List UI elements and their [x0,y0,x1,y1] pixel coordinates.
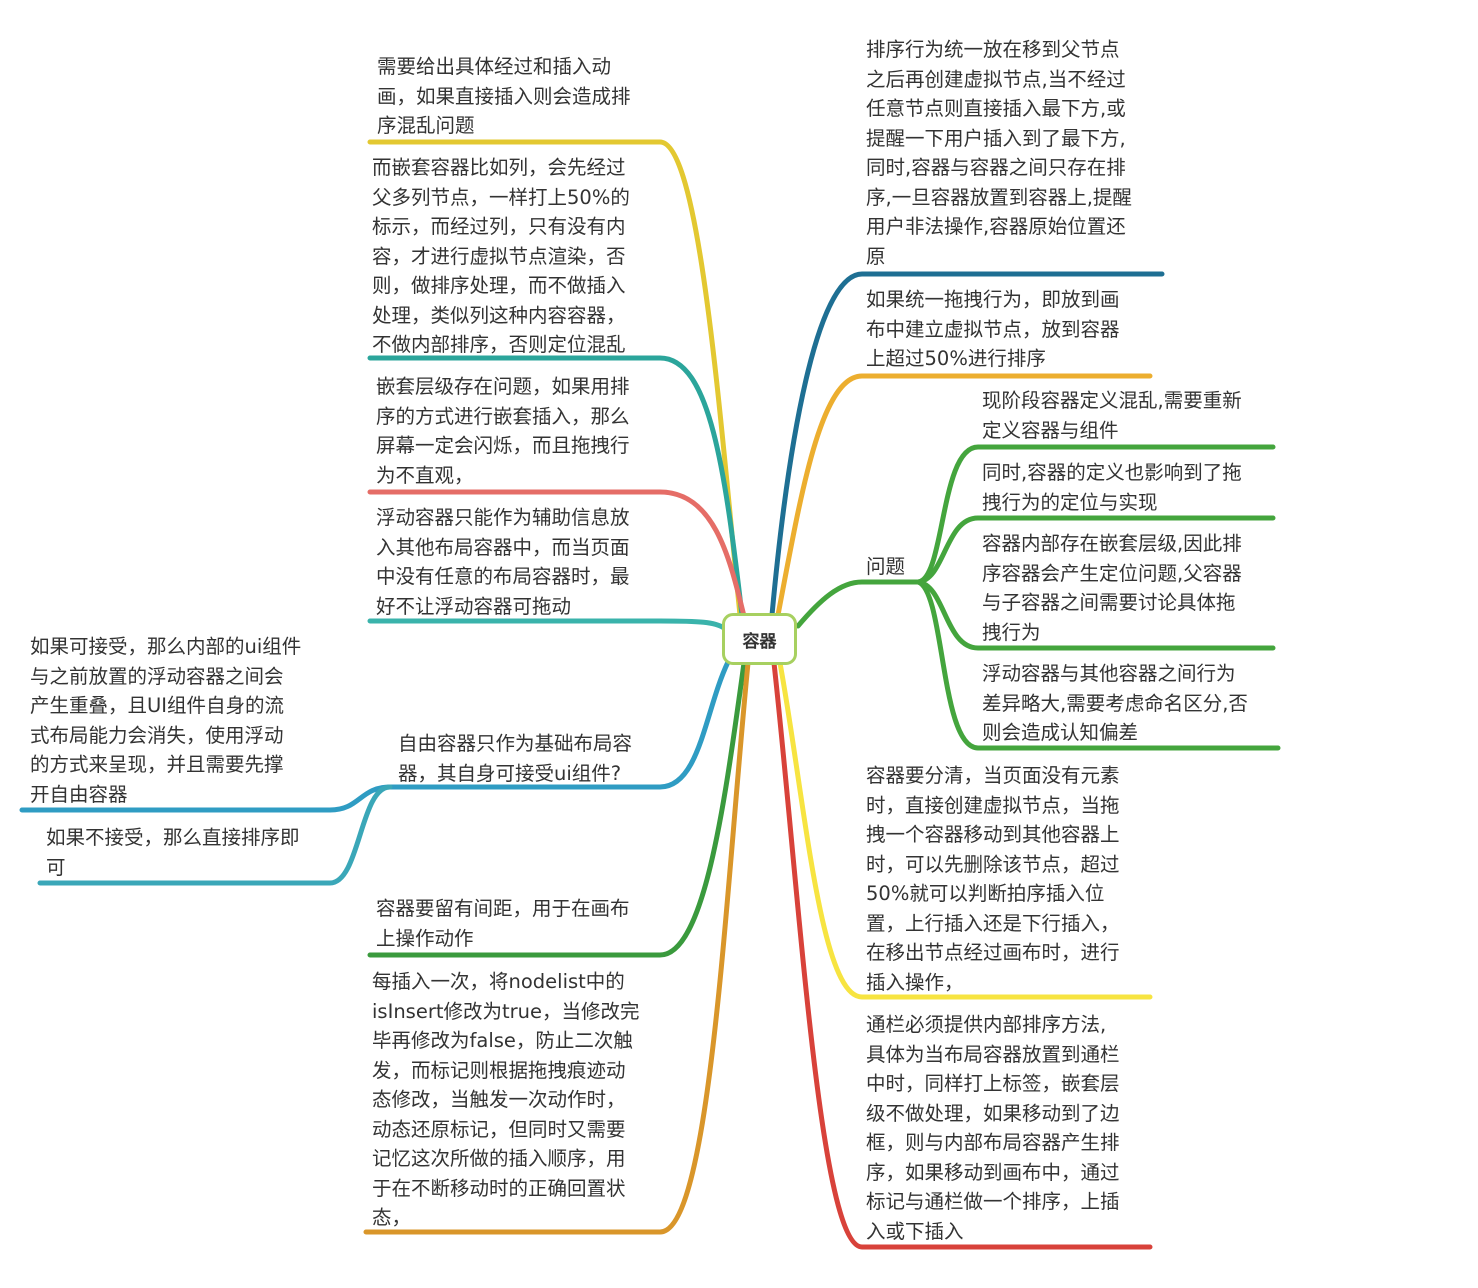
node-animation-note: 需要给出具体经过和插入动 画，如果直接插入则会造成排 序混乱问题 [377,55,631,137]
branch-line [367,355,745,618]
node-container-clear-note: 容器要分清，当页面没有元素 时，直接创建虚拟节点，当拖 拽一个容器移动到其他容器… [866,764,1120,994]
node-sort-behavior-note: 排序行为统一放在移到父节点 之后再创建虚拟节点,当不经过 任意节点则直接插入最下… [866,38,1132,268]
branch-line [769,271,1165,618]
node-problem-drag-definition: 同时,容器的定义也影响到了拖 拽行为的定位与实现 [982,461,1242,514]
node-free-reject-note: 如果不接受，那么直接排序即 可 [46,826,300,879]
branch-line [915,579,1276,651]
root-node[interactable]: 容器 [722,613,797,665]
branch-line [367,660,747,958]
node-nest-flicker-note: 嵌套层级存在问题，如果用排 序的方式进行嵌套插入，那么 屏幕一定会闪烁，而且拖拽… [376,375,630,487]
branch-line [915,515,1276,585]
node-float-container-note: 浮动容器只能作为辅助信息放 入其他布局容器中，而当页面 中没有任意的布局容器时，… [376,506,630,618]
node-problem-float-naming: 浮动容器与其他容器之间行为 差异略大,需要考虑命名区分,否 则会造成认知偏差 [982,662,1248,744]
node-problem-definition: 现阶段容器定义混乱,需要重新 定义容器与组件 [982,389,1242,442]
node-free-container-question: 自由容器只作为基础布局容 器，其自身可接受ui组件? [398,732,633,785]
root-node-label: 容器 [729,620,790,658]
branch-line [795,579,921,629]
branch-line [915,444,1276,585]
branch-line [775,373,1153,618]
node-toolbar-sort-note: 通栏必须提供内部排序方法, 具体为当布局容器放置到通栏 中时，同样打上标签，嵌套… [866,1013,1120,1243]
branch-line [367,618,727,631]
branch-line [771,660,1153,1250]
branch-line [915,579,1281,751]
branch-line [387,659,731,790]
node-free-accept-note: 如果可接受，那么内部的ui组件 与之前放置的浮动容器之间会 产生重叠，且UI组件… [30,635,302,806]
node-spacing-note: 容器要留有间距，用于在画布 上操作动作 [376,897,630,950]
branch-line [367,489,747,619]
branch-line [777,660,1153,1000]
node-nested-column-note: 而嵌套容器比如列，会先经过 父多列节点，一样打上50%的 标示，而经过列，只有没… [372,156,630,356]
branch-line [363,660,751,1235]
node-problem: 问题 [866,555,906,578]
node-insert-flag-note: 每插入一次，将nodelist中的 isInsert修改为true，当修改完 毕… [372,970,640,1229]
branch-line [37,784,393,886]
node-problem-nested-level: 容器内部存在嵌套层级,因此排 序容器会产生定位问题,父容器 与子容器之间需要讨论… [982,532,1242,644]
node-unified-drag-note: 如果统一拖拽行为，即放到画 布中建立虚拟节点，放到容器 上超过50%进行排序 [866,288,1120,370]
